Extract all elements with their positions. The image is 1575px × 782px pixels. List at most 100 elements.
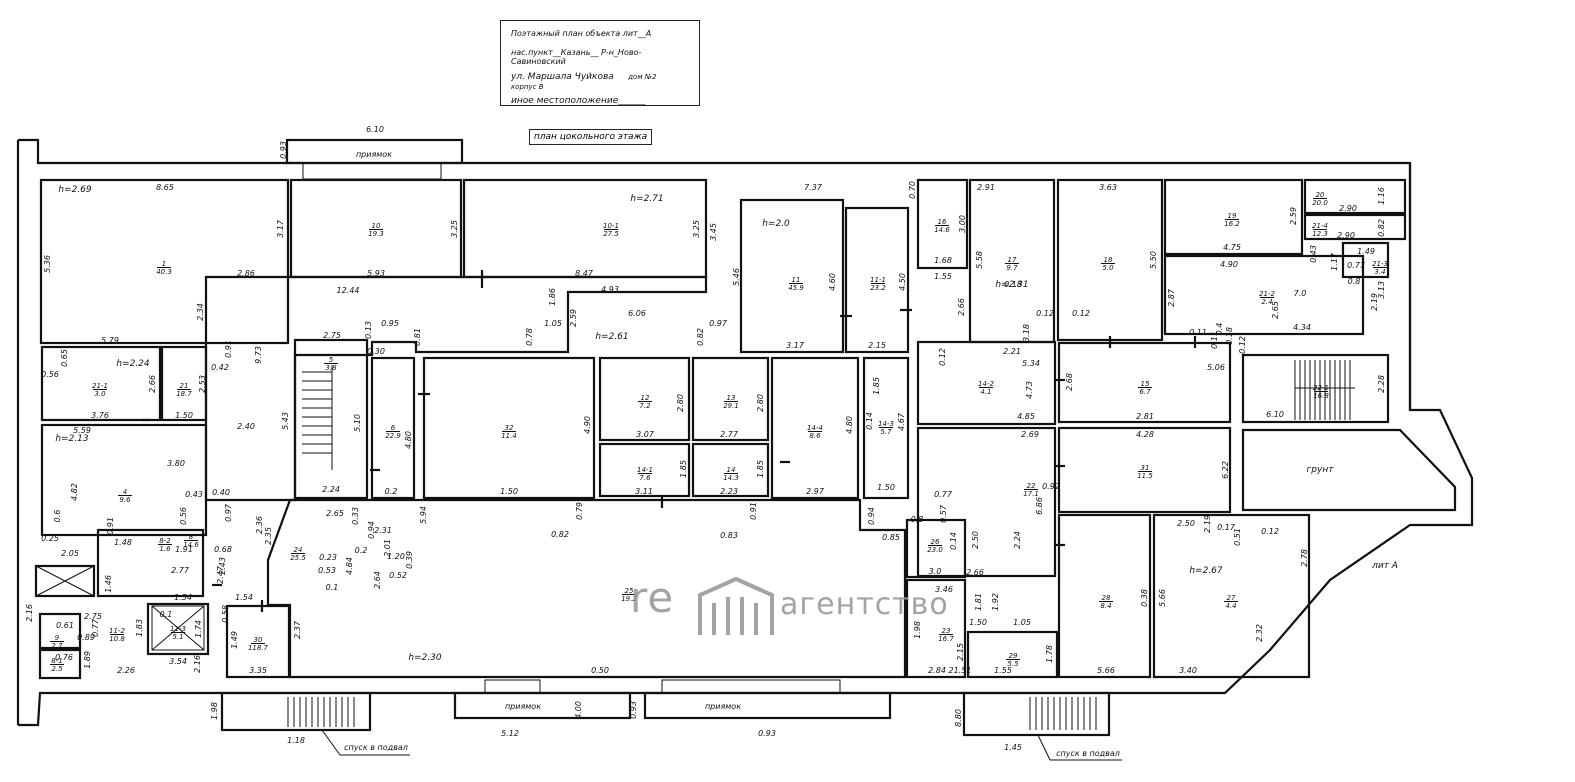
room-number: 22: [1027, 482, 1036, 490]
dimension: 1.98: [913, 621, 922, 639]
shaft-cross: [151, 605, 205, 651]
room-area: 3.8: [325, 364, 337, 372]
dimension: 0.13: [364, 321, 373, 339]
room-number: 11-2: [109, 627, 125, 635]
dimension: 2.65: [1271, 301, 1280, 319]
room-31: [905, 578, 967, 679]
dimension: 3.13: [1377, 281, 1386, 299]
room-area: 40.3: [156, 268, 172, 276]
dimension: 0.33: [351, 507, 360, 525]
dimension: 5.46: [732, 268, 741, 286]
dimension: 6.10: [1266, 410, 1284, 419]
dimension: 3.45: [709, 223, 718, 241]
dimension: 0.82: [1377, 219, 1386, 237]
room-area: 11.5: [1137, 472, 1153, 480]
dimension: 3.11: [635, 487, 653, 496]
room-area: 7.2: [639, 402, 651, 410]
dimension: 8.47: [575, 269, 594, 278]
dimension: 1.98: [210, 702, 219, 720]
room-number: 8-2: [159, 537, 171, 545]
dimension: 0.40: [212, 488, 230, 497]
room-number: 11: [792, 276, 801, 284]
dimension: 5.34: [1022, 359, 1040, 368]
dimension: 0.11: [1210, 331, 1219, 349]
room-11: [1341, 241, 1390, 279]
dimension: 7.37: [804, 183, 823, 192]
dimension: 2.16: [193, 655, 202, 673]
room-number: 9: [55, 634, 60, 642]
label-spusk-1: спуск в подвал: [344, 743, 408, 752]
label-spusk-2: спуск в подвал: [1056, 749, 1120, 758]
room-12: [1163, 254, 1365, 336]
dimension: 3.25: [450, 220, 459, 238]
room-area: 12.3: [1312, 230, 1328, 238]
outer-wall: [18, 138, 1474, 727]
dimension: 0.18: [1225, 327, 1234, 345]
dimension: 0.8: [1348, 277, 1361, 286]
dimension: 0.51: [1233, 528, 1242, 546]
dimension: 4.60: [828, 273, 837, 291]
room-22: [598, 442, 691, 498]
room-number: 28: [1102, 594, 1111, 602]
dimension: 2.77: [720, 430, 739, 439]
dimension: 3.17: [786, 341, 805, 350]
ceiling-height: h=2.69: [58, 185, 92, 195]
dimension: 4.90: [1220, 260, 1238, 269]
dimension: 2.36: [255, 516, 264, 534]
dimension: 4.93: [601, 285, 619, 294]
room-number: 21-3: [1372, 260, 1388, 268]
dimension: 2.37: [293, 620, 302, 639]
dimension: 8.65: [156, 183, 174, 192]
room-32: [966, 630, 1059, 679]
dimension: 4.34: [1293, 323, 1311, 332]
room-number: 25: [625, 587, 634, 595]
house: дом №2: [628, 73, 657, 81]
ceiling-height: h=2.24: [116, 359, 150, 369]
dimension: 0.82: [551, 530, 569, 539]
dimension: 2.05: [61, 549, 79, 558]
dimension: 5.66: [1097, 666, 1115, 675]
dimension: 4.85: [1017, 412, 1035, 421]
dimension: 0.91: [106, 517, 115, 535]
room-area: 118.7: [248, 644, 269, 652]
room-area: 11.4: [501, 432, 517, 440]
ceiling-height: h=2.31: [995, 280, 1028, 290]
dimension: 0.94: [867, 507, 876, 525]
room-number: 21-2: [1259, 290, 1275, 298]
room-area: 8.6: [809, 432, 821, 440]
dimension: 3.25: [692, 220, 701, 238]
dimension: 1.20: [387, 552, 405, 561]
dimension: 2.64: [373, 571, 382, 589]
dimension: 1.86: [548, 288, 557, 306]
room-area: 25.5: [290, 554, 306, 562]
room-number: 13: [727, 394, 736, 402]
label-grunt: грунт: [1307, 465, 1335, 475]
room-21: [770, 356, 860, 500]
dimension: 0.11: [1189, 328, 1207, 337]
room-area: 10.8: [109, 635, 125, 643]
room-area: 19.3: [368, 230, 384, 238]
dimension: 4.73: [1025, 381, 1034, 399]
room-number: 22-1: [1313, 384, 1329, 392]
room-number: 14-3: [878, 420, 894, 428]
dimension: 0.1: [160, 610, 173, 619]
room-number: 10: [372, 222, 381, 230]
dimension: 4.28: [1136, 430, 1154, 439]
room-number: 11-1: [870, 276, 886, 284]
room-area: 23.0: [927, 546, 943, 554]
dimension: 0.1: [326, 583, 339, 592]
room-area: 16.2: [1224, 220, 1240, 228]
dimension: 0.77: [91, 618, 100, 637]
dimension: 1.50: [877, 483, 895, 492]
dimension: 2.68: [1065, 373, 1074, 391]
room-area: 16.8: [1313, 392, 1329, 400]
room-34: [1152, 513, 1311, 679]
room-4: [844, 206, 910, 354]
dimension: 0.70: [908, 181, 917, 199]
room-area: 16.7: [938, 635, 954, 643]
dimension: 1.89: [83, 651, 92, 669]
label-priyamok-2: приямок: [705, 702, 741, 711]
dimension: 2.66: [966, 568, 984, 577]
dimension: 1.55: [994, 666, 1012, 675]
